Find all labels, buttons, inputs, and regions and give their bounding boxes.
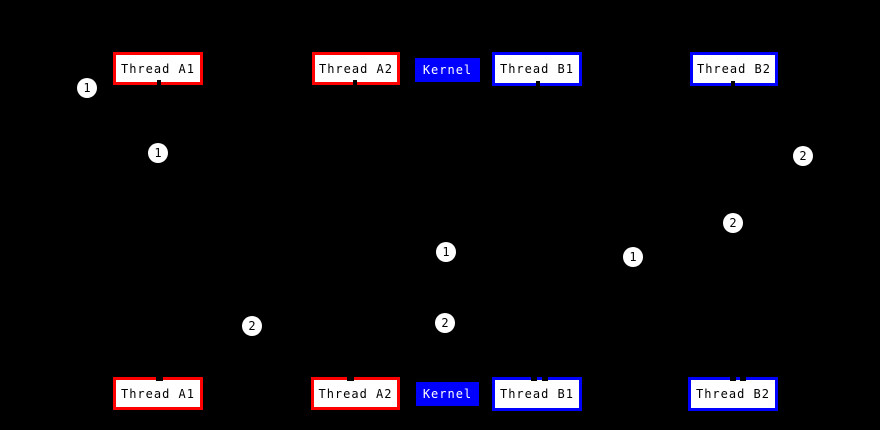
- step-marker-1-0: 1: [77, 78, 97, 98]
- thread-b1-bottom-box: Thread B1: [492, 377, 582, 411]
- thread-a2-bottom-box-label: Thread A2: [318, 386, 393, 401]
- thread-b2-bottom-box: Thread B2: [688, 377, 778, 411]
- step-marker-1-4: 1: [436, 242, 456, 262]
- thread-b2-top-box-label: Thread B2: [696, 62, 772, 76]
- step-marker-number: 2: [729, 216, 737, 230]
- thread-b1-top-box-label: Thread B1: [499, 62, 575, 76]
- connector-stub: [740, 373, 746, 381]
- step-marker-2-2: 2: [793, 146, 813, 166]
- thread-a1-top-box: Thread A1: [113, 52, 203, 85]
- thread-b1-top-box: Thread B1: [492, 52, 582, 86]
- step-marker-1-5: 1: [623, 247, 643, 267]
- thread-a1-bottom-box-label: Thread A1: [120, 386, 196, 401]
- kernel-top-box: Kernel: [415, 58, 480, 82]
- connector-stub: [155, 373, 163, 381]
- step-marker-2-7: 2: [435, 313, 455, 333]
- thread-a2-bottom-box: Thread A2: [311, 377, 400, 410]
- connector-stub: [353, 80, 357, 90]
- step-marker-number: 1: [154, 146, 162, 160]
- step-marker-number: 2: [248, 319, 256, 333]
- kernel-bottom-box: Kernel: [416, 382, 479, 406]
- step-marker-2-6: 2: [242, 316, 262, 336]
- step-marker-number: 1: [442, 245, 450, 259]
- step-marker-1-1: 1: [148, 143, 168, 163]
- thread-a2-top-box-label: Thread A2: [318, 61, 394, 76]
- step-marker-number: 1: [629, 250, 637, 264]
- connector-stub: [536, 81, 540, 91]
- kernel-top-box-label: Kernel: [422, 63, 473, 77]
- kernel-bottom-box-label: Kernel: [422, 387, 473, 401]
- step-marker-2-3: 2: [723, 213, 743, 233]
- step-marker-number: 2: [441, 316, 449, 330]
- step-marker-number: 1: [83, 81, 91, 95]
- thread-b2-bottom-box-label: Thread B2: [695, 387, 771, 401]
- connector-stub: [542, 373, 548, 381]
- connector-stub: [731, 81, 735, 91]
- connector-stub: [346, 373, 354, 381]
- step-marker-number: 2: [799, 149, 807, 163]
- thread-a1-bottom-box: Thread A1: [113, 377, 203, 410]
- connector-stub: [157, 80, 161, 90]
- connector-stub: [730, 373, 736, 381]
- thread-a1-top-box-label: Thread A1: [120, 61, 196, 76]
- thread-b1-bottom-box-label: Thread B1: [499, 387, 575, 401]
- connector-stub: [531, 373, 537, 381]
